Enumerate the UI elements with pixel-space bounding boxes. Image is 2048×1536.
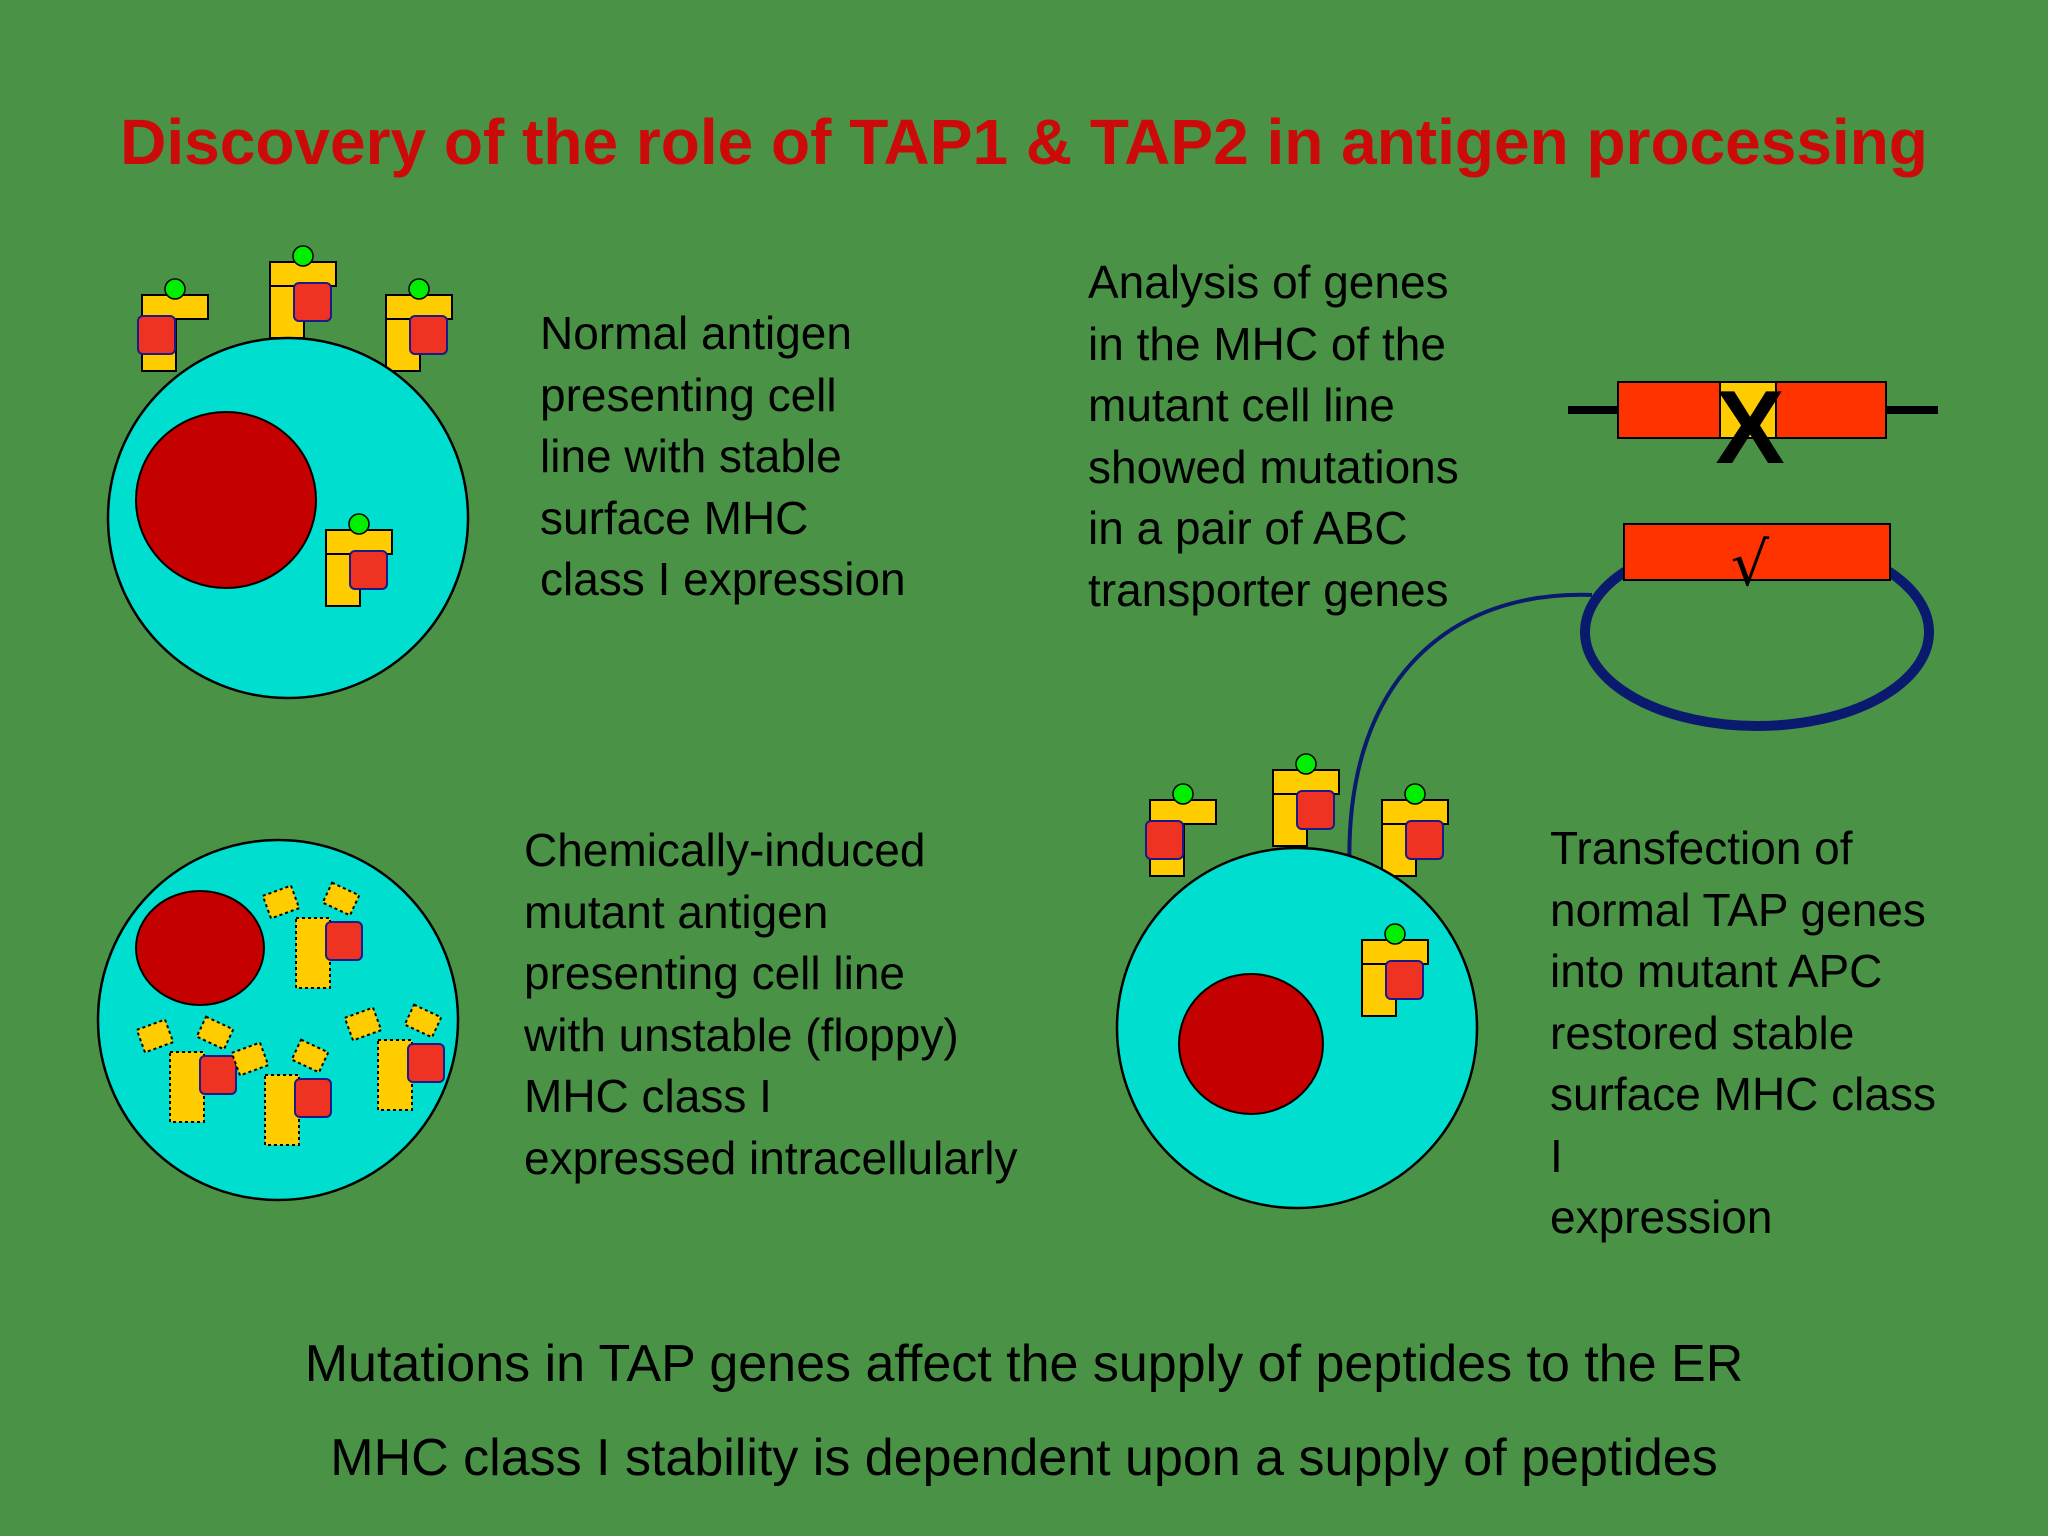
mutant-cell-caption: Chemically-induced mutant antigen presen… xyxy=(524,820,1017,1189)
caption-line: restored stable xyxy=(1550,1006,1855,1059)
gene-analysis-graphic: X √ xyxy=(1338,370,1938,886)
caption-line: Transfection of xyxy=(1550,822,1853,874)
caption-line: line with stable xyxy=(540,430,842,482)
nucleus xyxy=(135,890,265,1006)
caption-line: presenting cell xyxy=(540,368,837,421)
normal-tap-genes xyxy=(1623,523,1891,581)
caption-line: class I expression xyxy=(540,553,906,605)
caption-line: mutant cell line xyxy=(1088,379,1395,431)
transfection-caption: Transfection of normal TAP genes into mu… xyxy=(1550,818,1936,1249)
normal-cell xyxy=(106,245,470,700)
surface-mhc-molecule xyxy=(1145,783,1217,877)
caption-line: Chemically-induced xyxy=(524,824,926,876)
caption-line: Normal antigen xyxy=(540,307,852,359)
transfection-arrow xyxy=(1347,592,1593,881)
caption-line: surface MHC class xyxy=(1550,1068,1936,1120)
summary-line-2: MHC class I stability is dependent upon … xyxy=(330,1429,1718,1487)
mutant-cell xyxy=(96,838,460,1202)
restored-cell xyxy=(1115,753,1479,1210)
caption-line: MHC class I xyxy=(524,1070,772,1122)
surface-mhc-molecule xyxy=(1381,783,1449,877)
caption-line: into mutant APC xyxy=(1550,945,1883,997)
caption-line: expressed intracellularly xyxy=(524,1131,1018,1184)
caption-line: mutant antigen xyxy=(524,885,829,938)
normal-cell-caption: Normal antigen presenting cell line with… xyxy=(540,303,906,611)
surface-mhc-molecule xyxy=(137,278,209,372)
mutation-site xyxy=(1719,381,1777,439)
gene-analysis-caption: Analysis of genes in the MHC of the muta… xyxy=(1088,252,1459,621)
caption-line: showed mutations xyxy=(1088,440,1459,493)
caption-line: in the MHC of the xyxy=(1088,317,1446,370)
nucleus xyxy=(135,411,317,589)
surface-mhc-molecule xyxy=(269,245,337,339)
caption-line: normal TAP genes xyxy=(1550,883,1926,936)
caption-line: expression xyxy=(1550,1191,1773,1243)
caption-line: Analysis of genes xyxy=(1088,256,1449,308)
caption-line: in a pair of ABC xyxy=(1088,502,1408,554)
surface-mhc-molecule xyxy=(385,278,453,372)
caption-line: presenting cell line xyxy=(524,947,906,999)
mutation-mark: X xyxy=(1715,370,1784,486)
nucleus xyxy=(1178,973,1324,1115)
caption-line: I xyxy=(1550,1129,1563,1182)
summary-line-1: Mutations in TAP genes affect the supply… xyxy=(304,1335,1744,1393)
restored-mark: √ xyxy=(1731,530,1770,600)
caption-line: transporter genes xyxy=(1088,563,1449,616)
caption-line: with unstable (floppy) xyxy=(524,1008,959,1061)
slide-title: Discovery of the role of TAP1 & TAP2 in … xyxy=(120,106,1928,178)
surface-mhc-molecule xyxy=(1272,753,1340,847)
caption-line: surface MHC xyxy=(540,491,809,544)
